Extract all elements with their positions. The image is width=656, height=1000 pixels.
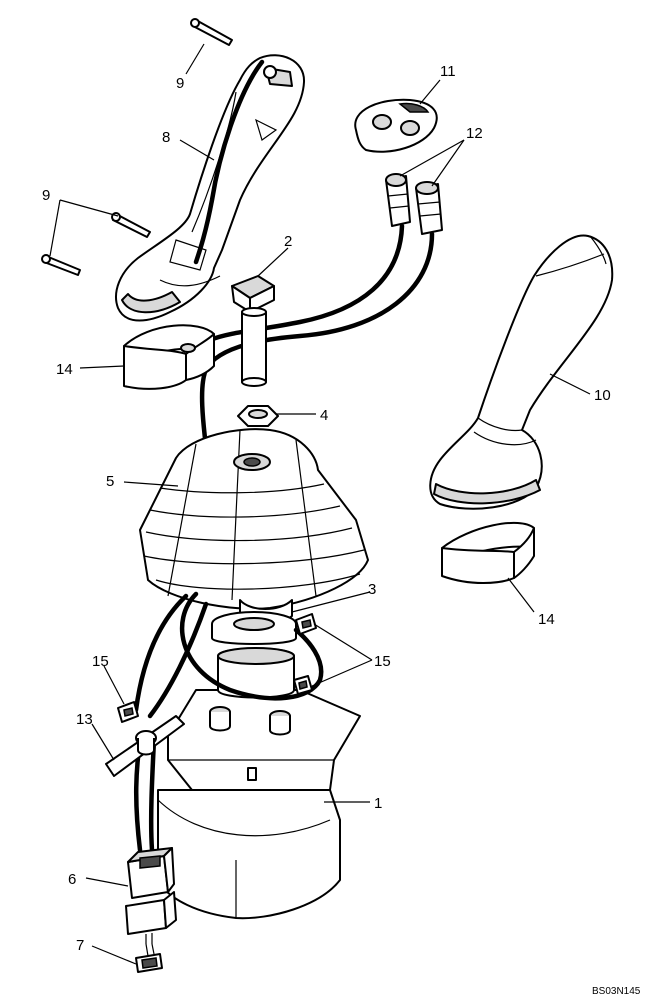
rubber-boot bbox=[139, 428, 369, 625]
switches bbox=[385, 173, 443, 235]
handle-half-right bbox=[429, 234, 614, 510]
handle-half-left bbox=[115, 54, 306, 322]
callout-15-right: 15 bbox=[374, 653, 391, 670]
terminal bbox=[135, 943, 163, 973]
pad-right bbox=[441, 521, 535, 584]
screws-left bbox=[41, 212, 151, 276]
nut bbox=[237, 405, 279, 427]
plunger-pin bbox=[231, 275, 275, 387]
callout-10: 10 bbox=[594, 387, 611, 404]
cable-bracket bbox=[105, 715, 185, 777]
switch-plate bbox=[354, 98, 438, 153]
callout-13: 13 bbox=[76, 711, 93, 728]
callout-5: 5 bbox=[106, 473, 114, 490]
switch-wire-1 bbox=[207, 223, 405, 343]
connector bbox=[125, 847, 177, 944]
pad-left bbox=[123, 324, 215, 390]
callout-4: 4 bbox=[320, 407, 328, 424]
leader-lines bbox=[49, 43, 591, 965]
wire-clips bbox=[117, 613, 317, 723]
harness-wire-b bbox=[147, 601, 209, 719]
callout-6: 6 bbox=[68, 871, 76, 888]
joystick-base bbox=[157, 647, 361, 920]
callout-2: 2 bbox=[284, 233, 292, 250]
bearing-ring bbox=[211, 611, 297, 645]
handle-wire bbox=[193, 59, 265, 265]
callout-1: 1 bbox=[374, 795, 382, 812]
harness-wire-a bbox=[133, 593, 189, 713]
callout-12: 12 bbox=[466, 125, 483, 142]
callout-9-top: 9 bbox=[176, 75, 184, 92]
callout-9-left: 9 bbox=[42, 187, 50, 204]
callout-14-right: 14 bbox=[538, 611, 555, 628]
figure-reference-code: BS03N145 bbox=[592, 986, 641, 997]
callout-15-left: 15 bbox=[92, 653, 109, 670]
callout-8: 8 bbox=[162, 129, 170, 146]
harness-wire-d bbox=[148, 737, 157, 853]
callout-7: 7 bbox=[76, 937, 84, 954]
callout-14-left: 14 bbox=[56, 361, 73, 378]
callout-11: 11 bbox=[440, 63, 456, 80]
callout-3: 3 bbox=[368, 581, 376, 598]
screw-top bbox=[190, 18, 233, 46]
harness-loop bbox=[179, 591, 324, 701]
